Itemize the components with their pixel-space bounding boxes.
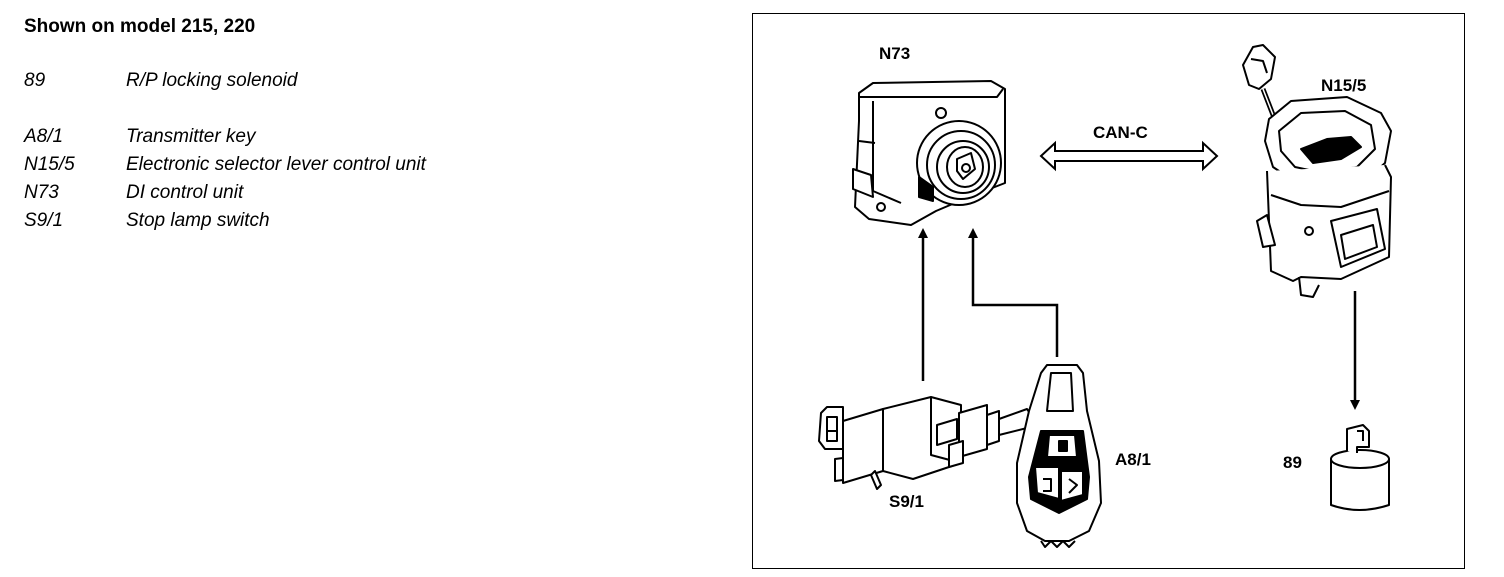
- legend-code: S9/1: [24, 210, 64, 231]
- legend-description: DI control unit: [126, 182, 244, 203]
- legend-code: A8/1: [24, 126, 64, 147]
- can-c-bus-arrow: [1039, 140, 1219, 172]
- page-title: Shown on model 215, 220: [24, 16, 256, 37]
- n155-selector-unit-illustration: [1242, 44, 1392, 298]
- n73-label: N73: [879, 44, 910, 63]
- a81-transmitter-key-illustration: [1016, 364, 1102, 548]
- 89-label: 89: [1283, 453, 1302, 472]
- 89-locking-solenoid-illustration: [1330, 424, 1390, 511]
- legend-code: N15/5: [24, 154, 75, 175]
- legend-code: 89: [24, 70, 46, 91]
- s91-stop-lamp-switch-illustration: [818, 396, 1032, 490]
- diagram-frame: N73 N15/5 CAN-C A8/1 S9/1 89: [752, 13, 1465, 569]
- legend-code: N73: [24, 182, 59, 203]
- a81-to-n73-signal-arrow: [968, 228, 1059, 357]
- legend-description: Transmitter key: [126, 126, 256, 147]
- n155-label: N15/5: [1321, 76, 1366, 95]
- a81-label: A8/1: [1115, 450, 1151, 469]
- legend-description: Stop lamp switch: [126, 210, 270, 231]
- legend-description: Electronic selector lever control unit: [126, 154, 426, 175]
- s91-label: S9/1: [889, 492, 924, 511]
- can-c-label: CAN-C: [1093, 123, 1148, 142]
- legend-description: R/P locking solenoid: [126, 70, 298, 91]
- n73-control-unit-illustration: [852, 80, 1006, 226]
